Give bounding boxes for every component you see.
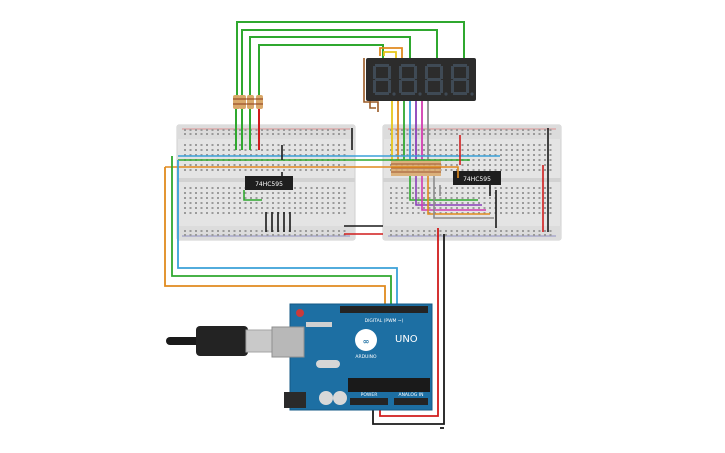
resistors-left[interactable] xyxy=(233,95,263,150)
analog-header xyxy=(394,398,428,405)
power-header xyxy=(350,398,388,405)
digital-label: DIGITAL (PWM ~) xyxy=(365,318,404,324)
wires-to-arduino[interactable] xyxy=(164,156,445,429)
led-strip xyxy=(306,322,332,327)
arduino-uno-board[interactable]: ∞ ARDUINO UNO DIGITAL (PWM ~) POWER ANAL… xyxy=(271,303,433,411)
chip-left-label: 74HC595 xyxy=(255,181,283,188)
power-jack xyxy=(284,392,306,408)
shift-register-right[interactable]: 74HC595 xyxy=(453,171,501,185)
wires-display-to-resistors[interactable] xyxy=(236,21,465,96)
capacitor-right xyxy=(333,391,347,405)
analog-label: ANALOG IN xyxy=(398,392,423,398)
usb-cable[interactable] xyxy=(166,326,273,356)
reset-button xyxy=(296,309,304,317)
arduino-model: UNO xyxy=(395,334,418,345)
display-digit xyxy=(373,64,396,96)
power-label: POWER xyxy=(361,392,378,398)
svg-text:∞: ∞ xyxy=(363,337,370,346)
usb-port xyxy=(271,326,305,358)
microcontroller-chip xyxy=(348,378,430,392)
display-digit xyxy=(399,64,422,96)
digital-header xyxy=(340,306,428,313)
arduino-logo-text: ARDUINO xyxy=(355,354,377,360)
resistors-right[interactable] xyxy=(391,160,441,176)
shift-register-left[interactable]: 74HC595 xyxy=(245,176,293,190)
wires-display-to-right-board[interactable] xyxy=(379,47,429,160)
display-digit xyxy=(425,64,448,96)
display-digit xyxy=(451,64,474,96)
seven-segment-display[interactable] xyxy=(363,58,476,112)
capacitor-left xyxy=(319,391,333,405)
chip-right-label: 74HC595 xyxy=(463,176,491,183)
arduino-logo-icon xyxy=(355,329,377,351)
crystal xyxy=(316,360,340,368)
wires-breadboard[interactable] xyxy=(165,128,549,235)
